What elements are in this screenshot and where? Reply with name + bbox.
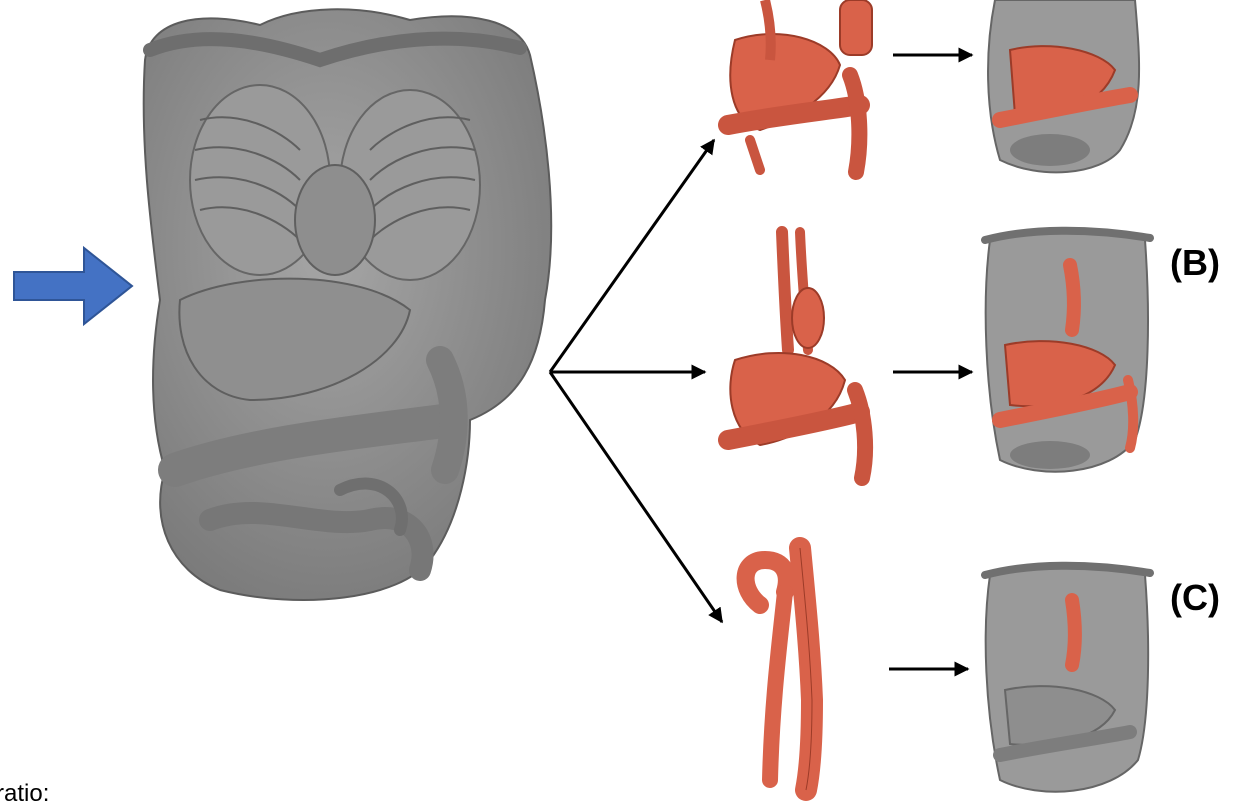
option-c-label: (C) [1170,577,1220,618]
input-arrow [14,248,132,324]
overlay-render-c [985,564,1150,792]
ratio-label: ratio: [0,780,49,806]
overlay-render-b [985,229,1150,472]
branch-arrow-top [550,140,714,372]
branch-arrow-bottom [550,372,722,622]
segmented-organs-a [728,0,872,172]
option-b-label: (B) [1170,242,1220,283]
segmented-organs-c [746,548,812,790]
full-ct-rendering [144,9,552,600]
segmented-organs-b [728,232,865,478]
overlay-render-a [988,0,1139,172]
